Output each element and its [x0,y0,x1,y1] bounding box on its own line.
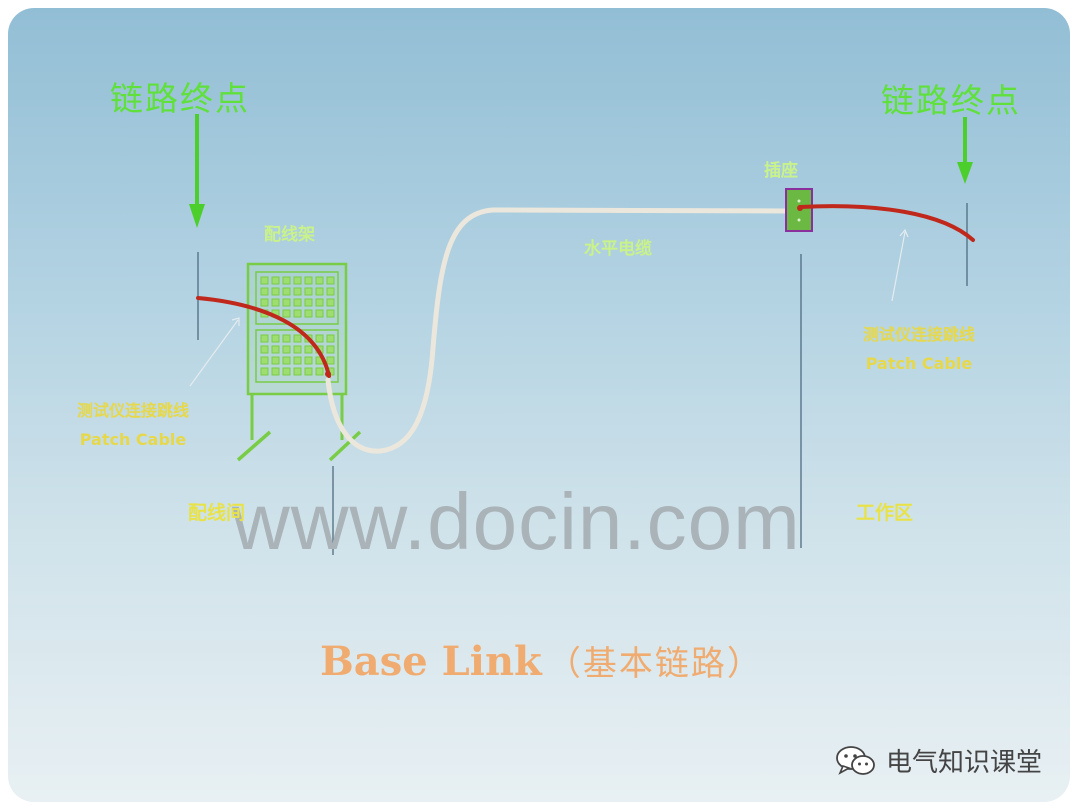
tester-label-right-en: Patch Cable [865,354,973,373]
brand-name: 电气知识课堂 [886,748,1043,778]
horizontal-cable-label: 水平电缆 [584,239,652,259]
endpoint-arrow-right [957,117,973,184]
outlet-label: 插座 [764,161,798,181]
tester-label-right-cn: 测试仪连接跳线 [862,325,975,344]
work-area-label: 工作区 [856,502,914,524]
pointer-line-left [189,319,239,387]
patch-cable-left [196,296,331,378]
brand-footer: 电气知识课堂 [834,742,1042,779]
wechat-icon [834,743,878,779]
tester-patch-cable-label-right: 测试仪连接跳线 Patch Cable [834,320,1004,378]
link-diagram [189,114,975,555]
horizontal-cable [325,207,789,454]
slide: 链路终点 链路终点 配线架 水平电缆 插座 测试仪连接跳线 Patch Cabl… [8,8,1070,802]
title-cn: （基本链路） [546,644,763,684]
wiring-room-label: 配线间 [188,502,246,524]
patch-panel-label: 配线架 [264,225,315,245]
title-en: Base Link [320,638,542,685]
watermark: www.docin.com [232,477,801,566]
endpoint-label-left: 链路终点 [110,79,250,118]
endpoint-arrow-left [189,114,205,228]
diagram-title: Base Link （基本链路） [320,636,763,685]
patch-cable-right [798,204,975,242]
tester-patch-cable-label-left: 测试仪连接跳线 Patch Cable [48,396,218,454]
tester-label-left-cn: 测试仪连接跳线 [76,401,189,420]
tester-label-left-en: Patch Cable [79,430,187,449]
endpoint-label-right: 链路终点 [881,81,1021,120]
pointer-line-right [891,231,906,302]
